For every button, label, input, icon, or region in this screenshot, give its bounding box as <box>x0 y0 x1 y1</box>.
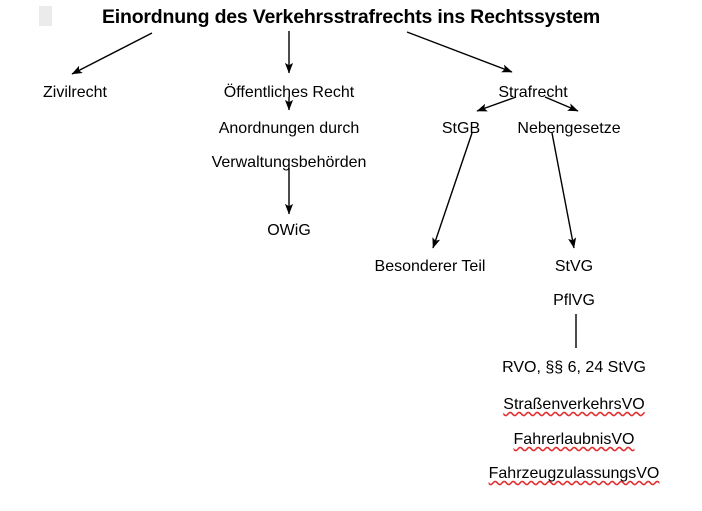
scan-artifact <box>39 6 52 26</box>
edge-nebengesetze-stvg <box>551 132 577 249</box>
node-rvo-paragraphen: RVO, §§ 6, 24 StVG <box>502 359 646 376</box>
node-strassenverkehrsvo: StraßenverkehrsVO <box>503 396 645 413</box>
node-fahrerlaubnisvo: FahrerlaubnisVO <box>513 431 635 448</box>
node-zivilrecht: Zivilrecht <box>42 84 108 101</box>
edge-stgb-besonderer-teil <box>432 132 473 249</box>
node-anordnungen-durch: Anordnungen durch <box>218 120 360 137</box>
node-stgb: StGB <box>441 120 481 137</box>
edge-title-strafrecht <box>406 31 513 73</box>
diagram-title: Einordnung des Verkehrsstrafrechts ins R… <box>101 6 601 28</box>
node-stvg: StVG <box>554 258 594 275</box>
node-pflvg: PflVG <box>553 292 595 309</box>
node-nebengesetze: Nebengesetze <box>517 120 621 137</box>
node-besonderer-teil: Besonderer Teil <box>374 258 486 275</box>
node-verwaltungsbehoerden: Verwaltungsbehörden <box>211 154 367 171</box>
node-oeffentliches-recht: Öffentliches Recht <box>223 84 355 101</box>
node-strafrecht: Strafrecht <box>498 84 568 101</box>
edge-title-zivilrecht <box>71 32 153 75</box>
node-owig: OWiG <box>267 222 311 239</box>
node-fahrzeugzulassungsvo: FahrzeugzulassungsVO <box>488 465 660 482</box>
